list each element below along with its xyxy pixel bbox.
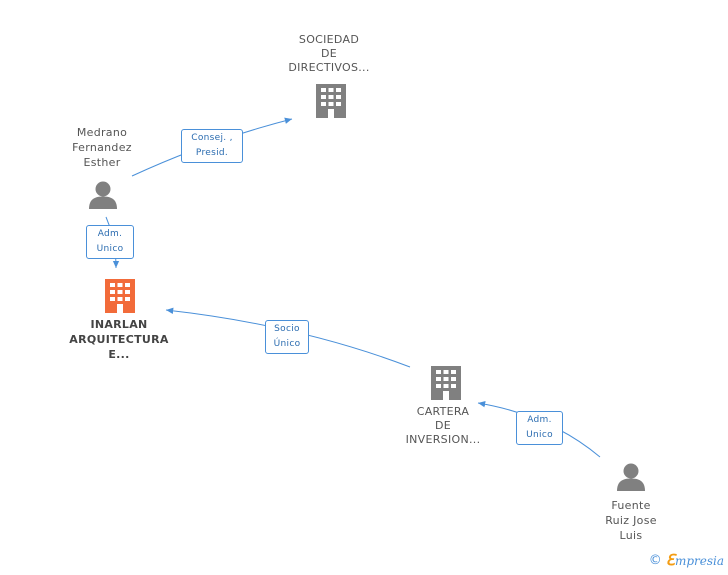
cartera-label-line: CARTERA: [416, 405, 470, 418]
fuente-label-line: Ruiz Jose: [605, 514, 657, 527]
medrano-label-line: Esther: [83, 156, 121, 169]
relation-badge-line: Único: [273, 339, 301, 349]
cartera-label[interactable]: CARTERA DE INVERSION...: [388, 405, 498, 447]
sociedad-label-line: DIRECTIVOS...: [288, 61, 370, 74]
relation-badge-socio-unico[interactable]: Socio Único: [265, 320, 309, 354]
relation-badge-line: Socio: [274, 324, 300, 334]
relation-badge-line: Presid.: [195, 148, 229, 158]
relation-badge-line: Unico: [96, 244, 124, 254]
relation-badge-consej-presid[interactable]: Consej. , Presid.: [181, 129, 243, 163]
fuente-label-line: Luis: [619, 529, 643, 542]
inarlan-building-icon[interactable]: [105, 279, 135, 313]
medrano-person-icon[interactable]: [89, 181, 117, 210]
fuente-person-icon[interactable]: [617, 463, 645, 492]
medrano-label-line: Fernandez: [72, 141, 132, 154]
cartera-building-icon[interactable]: [431, 366, 461, 400]
copyright-icon: ©: [648, 552, 662, 568]
fuente-label-line: Fuente: [611, 499, 651, 512]
medrano-label-line: Medrano: [76, 126, 128, 139]
relation-badge-line: Unico: [526, 430, 553, 440]
sociedad-label-line: DE: [320, 47, 338, 60]
inarlan-label[interactable]: INARLAN ARQUITECTURA E...: [56, 317, 182, 362]
relation-badge-adm-unico-2[interactable]: Adm. Unico: [516, 411, 563, 445]
inarlan-label-line: INARLAN: [90, 318, 148, 331]
sociedad-label-line: SOCIEDAD: [298, 33, 360, 46]
fuente-label[interactable]: Fuente Ruiz Jose Luis: [586, 498, 676, 543]
sociedad-building-icon[interactable]: [316, 84, 346, 118]
empresia-logo: ℇmpresia: [665, 551, 724, 569]
relation-badge-line: Adm.: [97, 229, 123, 239]
inarlan-label-line: E...: [108, 348, 130, 361]
relation-badge-line: Adm.: [527, 415, 552, 425]
cartera-label-line: INVERSION...: [405, 433, 481, 446]
empresia-brand[interactable]: © ℇmpresia: [649, 551, 724, 569]
inarlan-label-line: ARQUITECTURA: [69, 333, 169, 346]
sociedad-label[interactable]: SOCIEDAD DE DIRECTIVOS...: [270, 33, 388, 75]
relation-badge-adm-unico[interactable]: Adm. Unico: [86, 225, 134, 259]
relation-badge-line: Consej. ,: [191, 133, 233, 143]
medrano-label[interactable]: Medrano Fernandez Esther: [52, 125, 152, 170]
cartera-label-line: DE: [434, 419, 452, 432]
